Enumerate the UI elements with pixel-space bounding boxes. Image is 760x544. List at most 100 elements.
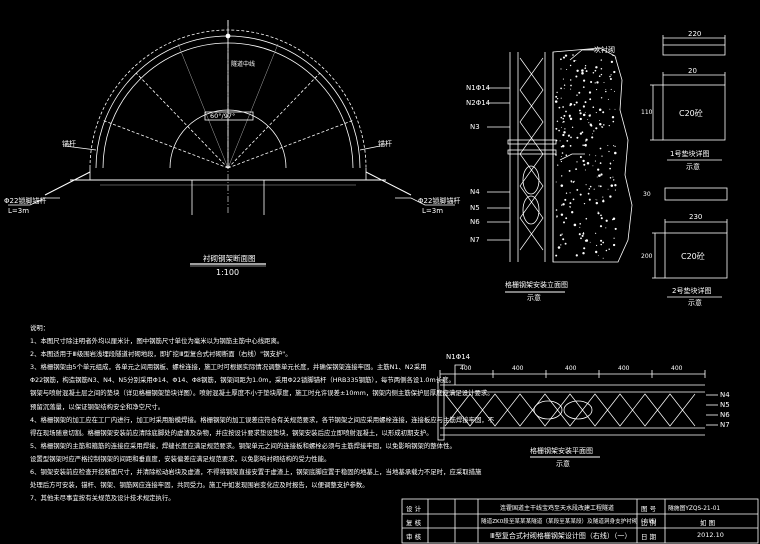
rock-speck: [561, 175, 563, 177]
rock-speck: [611, 116, 615, 119]
rock-speck: [569, 192, 571, 194]
rock-speck: [568, 116, 571, 118]
arch-rockbolt-label-right: 锚杆: [378, 140, 392, 148]
rock-speck: [589, 154, 591, 156]
tb-figno: 隧施图YZQS-21-01: [668, 506, 721, 512]
rock-texture: [554, 54, 617, 259]
rock-speck: [573, 223, 577, 227]
rock-speck: [587, 119, 589, 121]
plan-dim-2: 400: [512, 365, 524, 372]
joint-label-n5: N5: [470, 204, 480, 212]
rock-speck: [596, 199, 598, 201]
rock-speck: [582, 105, 586, 108]
rock-speck: [569, 104, 571, 107]
rock-speck: [579, 155, 582, 159]
rock-speck: [602, 196, 604, 198]
rock-speck: [562, 117, 564, 120]
rock-speck: [592, 165, 594, 167]
block1-dim-side: 110: [641, 109, 653, 116]
rock-speck: [581, 69, 584, 72]
rock-speck: [570, 79, 572, 81]
rock-speck: [614, 145, 616, 148]
joint-detail-title: 格栅钢架安装立面图: [505, 281, 568, 289]
arch-section-drawing: [8, 20, 455, 267]
rock-speck: [562, 78, 564, 80]
rock-speck: [596, 244, 598, 247]
rock-speck: [599, 162, 602, 164]
rock-speck: [559, 140, 561, 142]
plan-dim-3: 400: [565, 365, 577, 372]
rock-speck: [612, 120, 615, 123]
rock-speck: [569, 202, 572, 205]
rock-speck: [559, 234, 562, 237]
rock-speck: [599, 185, 602, 188]
rock-speck: [602, 200, 605, 203]
rock-speck: [564, 128, 566, 130]
rock-speck: [576, 188, 579, 191]
rock-speck: [582, 232, 585, 235]
rock-speck: [586, 162, 590, 165]
rock-speck: [573, 103, 576, 106]
rock-speck: [588, 91, 592, 94]
rock-speck: [555, 139, 558, 142]
rock-speck: [579, 223, 581, 225]
rock-speck: [602, 241, 605, 244]
rock-speck: [609, 167, 611, 170]
rock-speck: [595, 250, 598, 254]
block2-caption: 示意: [688, 299, 702, 307]
rock-speck: [594, 160, 596, 162]
rock-speck: [584, 144, 587, 147]
rock-speck: [575, 60, 577, 62]
rock-speck: [610, 60, 614, 64]
arch-center-label: 隧道中线: [231, 61, 256, 68]
rock-speck: [605, 219, 608, 222]
rock-speck: [574, 180, 576, 182]
rock-speck: [563, 84, 566, 86]
rock-speck: [561, 152, 564, 154]
rock-speck: [583, 202, 586, 205]
rock-speck: [579, 132, 583, 135]
rock-speck: [555, 209, 558, 211]
rock-speck: [612, 176, 614, 178]
rock-speck: [582, 159, 585, 163]
notes-heading: 说明：: [30, 324, 50, 332]
note-line: 钢架与喷射混凝土层之间的垫块（详见格栅钢架垫块详图）。喷射混凝土厚度不小于垫块厚…: [30, 389, 494, 398]
rock-speck: [581, 72, 584, 75]
rock-speck: [609, 195, 612, 198]
rock-speck: [562, 203, 565, 206]
joint-detail-caption: 示意: [527, 294, 541, 302]
rock-speck: [555, 95, 558, 98]
rock-speck: [598, 185, 600, 187]
rock-speck: [612, 217, 616, 220]
rock-speck: [583, 144, 585, 147]
rock-speck: [584, 101, 587, 104]
rock-speck: [600, 243, 602, 246]
rock-speck: [600, 214, 602, 217]
rock-speck: [584, 65, 587, 67]
rock-speck: [602, 257, 604, 259]
plan-label-n6: N6: [720, 411, 730, 419]
rock-speck: [589, 98, 592, 101]
note-line: 5、格栅钢架的主筋和箍筋的连接应采用焊接，焊缝长度应满足规范要求。钢架单元之间的…: [30, 441, 456, 450]
rock-speck: [572, 198, 575, 201]
tb-line2: 隧道ZK0段至某某某隧道（某段至某某段）及隧道洞身支护衬砌（右线）: [481, 519, 660, 525]
rock-speck: [591, 136, 594, 139]
rock-speck: [584, 68, 586, 70]
rock-speck: [556, 97, 559, 100]
rock-speck: [589, 114, 591, 116]
note-line: 6、钢架安装前应检查开挖断面尺寸，并清除松动岩块及虚渣，不得将钢架直接安置于虚渣…: [30, 468, 482, 477]
rock-speck: [556, 91, 558, 94]
block2-dim-side-a: 30: [643, 191, 651, 198]
tb-scale: 如 图: [700, 519, 716, 527]
rock-speck: [569, 145, 572, 147]
rock-speck: [593, 130, 595, 132]
rock-speck: [609, 177, 612, 179]
rock-speck: [588, 198, 591, 201]
rock-speck: [561, 204, 563, 206]
rock-speck: [600, 239, 603, 242]
plan-label-n4: N4: [720, 391, 730, 399]
block1-material: C20砼: [679, 109, 703, 118]
rock-speck: [613, 70, 616, 74]
rock-speck: [613, 160, 615, 161]
rock-speck: [562, 106, 564, 108]
